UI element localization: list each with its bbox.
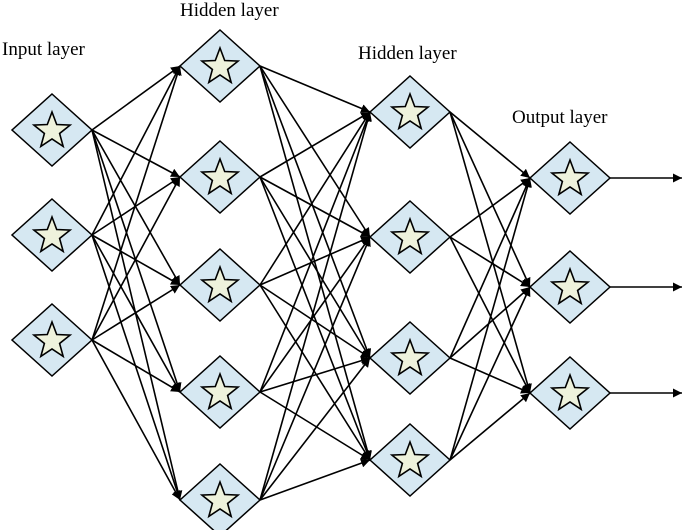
hidden-layer-1-label: Hidden layer [180,0,279,21]
output-node [528,355,612,431]
connection-edge [91,129,181,286]
connection-edge [259,176,371,461]
connection-edge [259,357,371,501]
connection-edge [91,65,181,236]
connection-edge [449,177,532,461]
hidden-1-node [178,354,262,430]
hidden-layer-2-label: Hidden layer [358,43,457,64]
hidden-1-node [178,462,262,530]
hidden-1-node [178,28,262,104]
input-node [10,302,94,378]
connection-edge [259,65,371,113]
connection-edge [449,286,531,359]
connections [91,65,682,501]
star-icon [549,157,591,197]
input-layer-label: Input layer [2,39,85,60]
nodes [10,28,612,530]
connection-edge [259,111,371,178]
connection-edge [449,111,531,179]
connection-edge [259,176,371,238]
connection-edge [449,111,532,394]
connection-edge [259,284,371,461]
connection-edge [91,339,181,501]
connection-edge [91,129,182,393]
hidden-2-node [368,74,452,150]
hidden-1-node [178,139,262,215]
star-icon [389,216,431,256]
hidden-1-node [178,247,262,323]
connection-edge [259,458,371,501]
connection-edge [259,111,371,286]
connection-edge [91,176,181,236]
connection-edge [449,177,531,359]
connection-edge [259,236,371,393]
hidden-2-node [368,199,452,275]
connection-edge [259,65,372,359]
connection-edge [259,65,371,238]
connection-edge [259,391,371,461]
star-icon [31,214,73,254]
hidden-2-node [368,320,452,396]
star-icon [389,91,431,131]
connection-edge [449,236,531,288]
connection-edge [449,286,531,461]
connection-edge [91,129,181,178]
connection-edge [91,234,181,393]
connection-edge [259,236,371,286]
connection-edge [449,111,531,288]
connection-edge [259,284,371,359]
star-icon [389,439,431,479]
connection-edge [259,236,371,501]
star-icon [199,45,241,85]
input-node [10,92,94,168]
connection-edge [449,392,531,461]
input-node [10,197,94,273]
connection-edge [91,339,181,393]
connection-edge [91,65,182,341]
star-icon [199,156,241,196]
connection-edge [259,111,371,393]
output-node [528,249,612,325]
connection-edge [449,236,531,394]
star-icon [549,372,591,412]
connection-edge [259,176,371,359]
star-icon [389,337,431,377]
output-layer-label: Output layer [512,107,608,128]
star-icon [199,264,241,304]
connection-edge [91,65,181,131]
connection-edge [259,356,371,393]
output-node [528,140,612,216]
connection-edge [259,65,372,461]
connection-edge [449,177,531,238]
connection-edge [91,284,181,341]
hidden-2-node [368,422,452,498]
star-icon [31,109,73,149]
connection-edge [91,234,182,501]
star-icon [199,371,241,411]
connection-edge [259,111,372,501]
connection-edge [449,357,531,394]
star-icon [199,479,241,519]
connection-edge [91,176,181,341]
star-icon [549,266,591,306]
star-icon [31,319,73,359]
